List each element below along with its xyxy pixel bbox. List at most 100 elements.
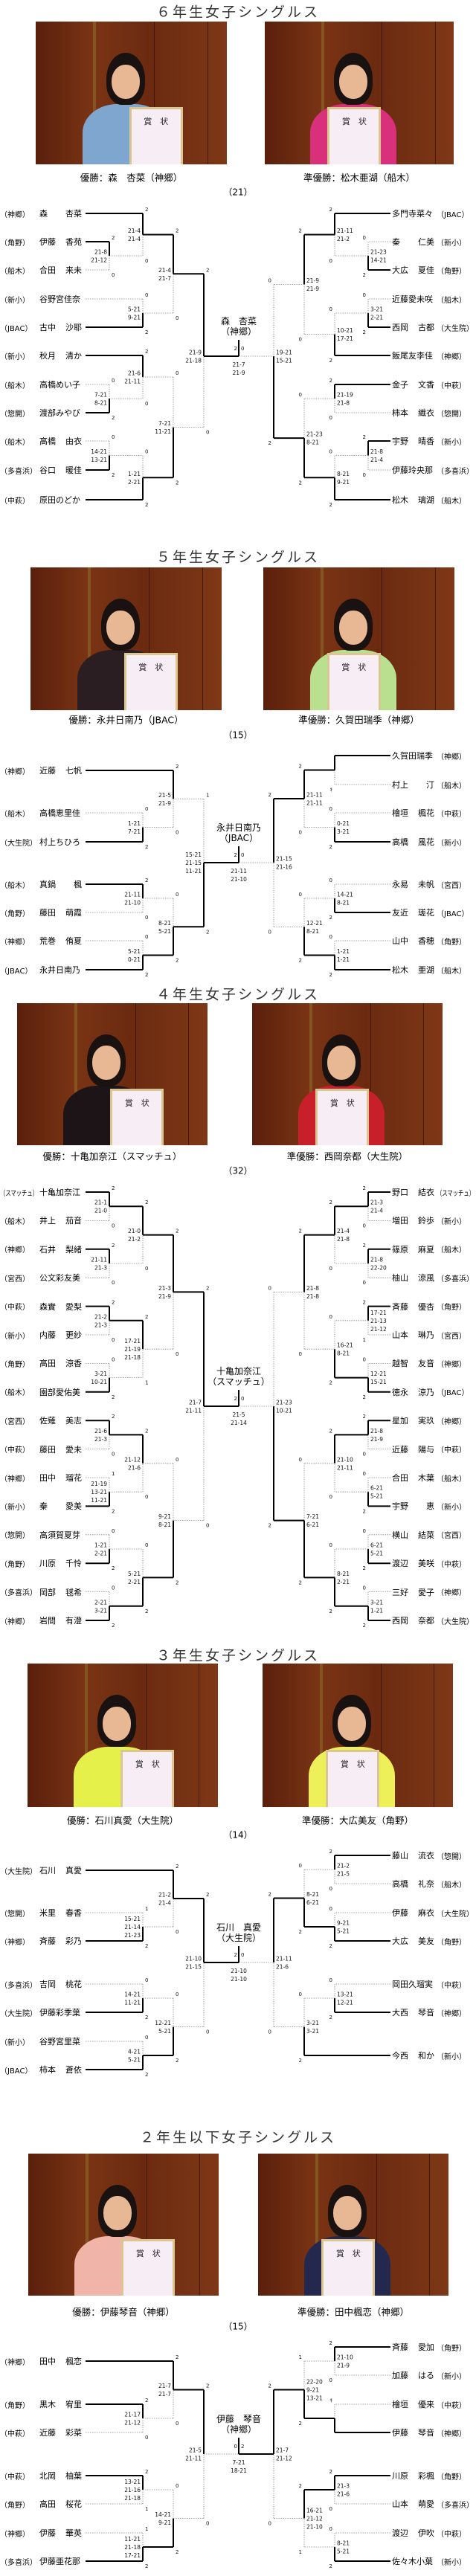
champion-team: （神郷） [220, 326, 257, 337]
wall-seam [370, 1003, 371, 1145]
set-count: 0 [145, 258, 148, 264]
player-name: 北岡柚葉 [39, 2471, 82, 2481]
game-score: 21-16 [276, 864, 292, 871]
player-entry: （船木）園部愛佑美 [0, 1387, 82, 1398]
player-entry: 渡辺伊吹（中萩） [392, 2528, 475, 2539]
player-team-text: （大生院） [437, 1910, 474, 1919]
game-score: 21-6 [94, 1428, 107, 1434]
player-team: （角野） [0, 1358, 39, 1369]
game-score: 21-10 [124, 900, 141, 907]
set-count: 1 [145, 2506, 148, 2512]
game-score: 21-3 [370, 1200, 383, 1206]
set-count: 0 [145, 401, 148, 407]
set-count: 2 [206, 2383, 209, 2389]
player-entry: （新小）谷野宮佳奈 [0, 294, 82, 305]
player-team: （神郷） [0, 1243, 39, 1255]
champion-team: （大生院） [216, 1933, 262, 1943]
player-team: （中萩） [437, 1979, 475, 1990]
player-team: （JBAC） [437, 1386, 475, 1397]
player-team: （神郷） [437, 1586, 475, 1597]
player-face [339, 64, 368, 99]
player-team: （新小） [437, 436, 475, 447]
player-team-text: （角野） [437, 2473, 466, 2482]
player-entry: 増田鈴歩（新小） [392, 1215, 475, 1226]
champion-label: 十亀加奈江（スマッチュ） [208, 1366, 270, 1387]
player-team-text: （新小） [437, 2558, 466, 2567]
player-entry: 友近瑳花（JBAC） [392, 907, 475, 918]
player-team-text: （中萩） [437, 1446, 466, 1455]
wall-seam [135, 1003, 136, 1145]
set-count: 0 [145, 1977, 148, 1983]
final-set-count: 2 [241, 2444, 244, 2450]
player-team-text: （多喜浜） [0, 1589, 37, 1598]
winner-photo: 賞 状 [30, 567, 222, 710]
game-score: 21-18 [185, 358, 202, 364]
set-count: 0 [329, 449, 332, 455]
set-count: 0 [145, 915, 148, 921]
player-name: 原田のどか [39, 495, 80, 505]
game-score: 11-21 [185, 868, 202, 875]
set-count: 2 [145, 1428, 148, 1434]
player-name: 秦仁美 [392, 237, 434, 247]
player-entry: （神郷）田中楓恋 [0, 2356, 82, 2367]
game-score: 5-21 [337, 1928, 350, 1935]
player-team: （中萩） [0, 495, 39, 506]
game-score: 21-11 [185, 1408, 202, 1414]
game-score: 8-21 [337, 1571, 350, 1577]
set-count: 2 [329, 972, 332, 978]
set-count: 0 [268, 2029, 271, 2035]
player-team-text: （神郷） [0, 1617, 30, 1626]
game-score: 21-7 [158, 2391, 171, 2398]
game-score: 2-21 [337, 1579, 350, 1585]
set-count: 2 [145, 972, 148, 978]
player-entry: 宇野恵（新小） [392, 1501, 475, 1512]
runner-up-caption: 準優勝：西岡奈都（大生院） [286, 1150, 408, 1162]
game-score: 16-21 [306, 2508, 323, 2514]
player-name: 高橋恵里佳 [39, 808, 80, 818]
game-score: 1-21 [370, 1607, 383, 1614]
set-count: 2 [145, 1200, 148, 1205]
set-count: 2 [363, 329, 366, 335]
set-count: 2 [299, 1580, 302, 1585]
game-score: 21-7 [158, 2383, 171, 2389]
game-score: 6-21 [306, 1899, 319, 1906]
player-team-text: （船木） [437, 1246, 466, 1255]
game-score: 9-21 [337, 1920, 350, 1927]
set-count: 0 [299, 392, 302, 398]
award-certificate: 賞 状 [326, 1749, 380, 1807]
player-team: （船木） [437, 294, 475, 305]
set-count: 0 [176, 1351, 178, 1357]
set-count: 2 [145, 207, 148, 213]
certificate-heading: 賞 状 [124, 1098, 149, 1108]
set-count: 0 [112, 1280, 115, 1286]
player-team: （神郷） [437, 2427, 475, 2438]
set-count: 2 [145, 2398, 148, 2403]
set-count: 2 [176, 2058, 178, 2064]
player-entry: 山中香穂（角野） [392, 936, 475, 947]
set-count: 0 [329, 306, 332, 312]
wall-seam [145, 1664, 147, 1807]
player-team-text: （船木） [0, 810, 30, 819]
player-team-text: （船木） [0, 438, 30, 447]
winner-photo: 賞 状 [28, 2154, 219, 2296]
player-entry: 近藤愛未咲（船木） [392, 294, 475, 305]
set-count: 2 [329, 358, 332, 364]
set-count: 2 [112, 1508, 115, 1514]
champion-name: 永井日南乃 [216, 822, 262, 833]
player-team: （多喜浜） [0, 465, 39, 476]
player-team-text: （新小） [0, 1332, 30, 1341]
set-count: 0 [329, 1906, 332, 1912]
set-count: 2 [145, 844, 148, 850]
player-team: （惣開） [437, 408, 475, 419]
set-count: ｷ [330, 787, 333, 793]
player-entry: （大生院）伊藤彩季葉 [0, 2007, 82, 2018]
player-name: 村上汀 [392, 780, 434, 790]
set-count: 2 [112, 1414, 115, 1420]
set-count: 2 [268, 1523, 271, 1529]
player-team-text: （角野） [437, 2344, 466, 2353]
set-count: 0 [329, 878, 332, 883]
set-count: 0 [363, 1356, 366, 1362]
player-name: 古中沙耶 [39, 323, 82, 332]
game-score: 21-3 [94, 1265, 107, 1272]
player-face [106, 610, 135, 645]
